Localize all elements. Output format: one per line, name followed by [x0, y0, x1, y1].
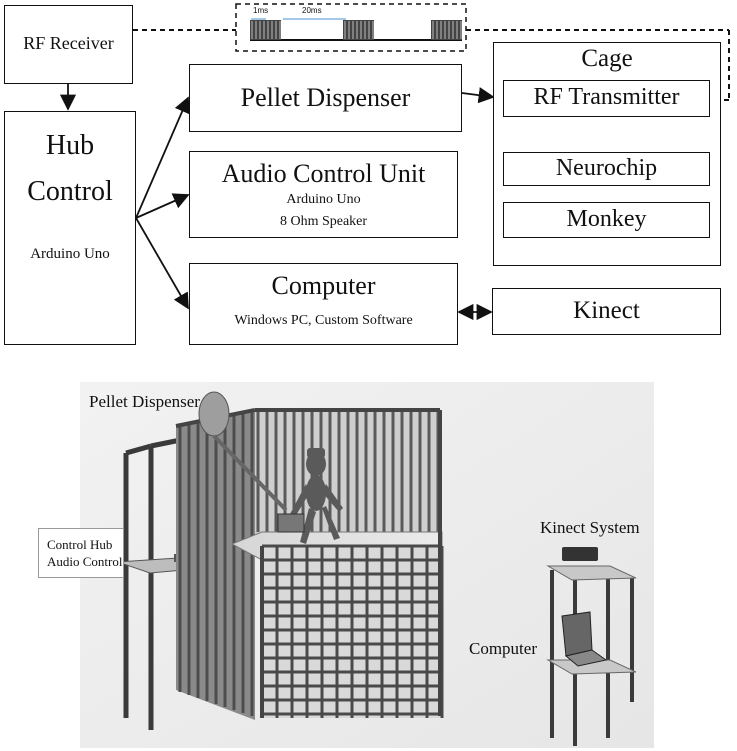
audio-control-title: Audio Control Unit — [221, 159, 426, 188]
monkey-label: Monkey — [566, 206, 647, 232]
pulse-burst-2 — [343, 20, 374, 40]
cage-left-bars — [178, 410, 254, 716]
laptop — [561, 611, 593, 657]
arrow-pellet-to-cage — [461, 87, 495, 104]
pulse-burst-3 — [431, 20, 462, 40]
kinect-shelf — [546, 565, 637, 581]
hub-title-line1: Hub — [45, 130, 95, 161]
cage-title: Cage — [581, 45, 633, 72]
pellet-tube — [212, 434, 288, 512]
pulse-block — [250, 20, 281, 40]
pulse-block — [431, 20, 462, 40]
neurochip-label: Neurochip — [555, 155, 658, 181]
hub-control-box: Hub Control Arduino Uno — [4, 111, 136, 345]
computer-title: Computer — [271, 271, 376, 300]
rf-transmitter-label: RF Transmitter — [533, 84, 680, 110]
audio-control-sub2: 8 Ohm Speaker — [279, 214, 368, 229]
hub-title-line2: Control — [27, 176, 113, 207]
scene-control-hub-line1: Control Hub — [47, 537, 113, 552]
neurochip-box: Neurochip — [503, 152, 710, 186]
scene-computer-label: Computer — [469, 639, 537, 658]
pellet-dispenser-label: Pellet Dispenser — [240, 83, 411, 112]
computer-box: Computer Windows PC, Custom Software — [189, 263, 458, 345]
monkey-box: Monkey — [503, 202, 710, 238]
audio-control-box: Audio Control Unit Arduino Uno 8 Ohm Spe… — [189, 151, 458, 238]
pulse-interval-label: 20ms — [302, 6, 322, 15]
pulse-width-label: 1ms — [253, 6, 269, 15]
scene-kinect-system-label: Kinect System — [540, 518, 640, 537]
kinect-sensor — [562, 547, 598, 561]
rf-transmitter-box: RF Transmitter — [503, 80, 710, 117]
lever-box — [277, 513, 305, 533]
audio-control-sub1: Arduino Uno — [286, 192, 361, 207]
rf-receiver-label: RF Receiver — [23, 33, 114, 53]
laptop-base — [564, 649, 608, 667]
hub-subtitle: Arduino Uno — [30, 246, 110, 262]
kinect-label: Kinect — [573, 297, 640, 324]
kinect-box: Kinect — [492, 288, 721, 335]
computer-subtitle: Windows PC, Custom Software — [234, 313, 413, 328]
pulse-block — [343, 20, 374, 40]
pellet-dispenser-box: Pellet Dispenser — [189, 64, 462, 132]
rf-receiver-box: RF Receiver — [4, 5, 133, 84]
pellet-dispenser-hopper — [198, 391, 230, 437]
monkey-figure — [290, 448, 343, 544]
arrow-hub-to-computer — [135, 217, 189, 310]
pulse-timing-box — [235, 3, 467, 52]
pulse-burst-1 — [250, 20, 281, 40]
arrow-hub-to-pellet — [135, 96, 190, 219]
scene-control-hub-line2: Audio Control — [47, 554, 123, 569]
scene-pellet-dispenser-label: Pellet Dispenser — [89, 392, 200, 411]
cage-upper-bars — [256, 412, 440, 532]
arrow-hub-to-audio — [135, 193, 190, 219]
scene-control-hub-label-box: Control Hub Audio Control — [38, 528, 124, 578]
